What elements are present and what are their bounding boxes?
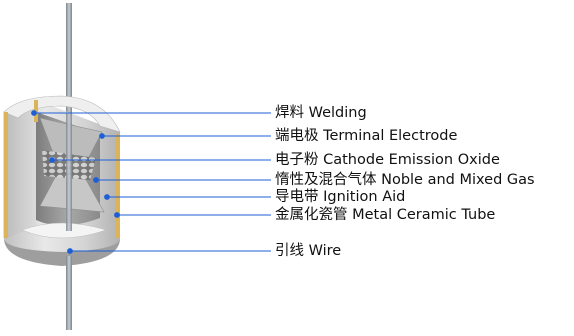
label-ignition-aid: 导电带 Ignition Aid [275, 189, 406, 205]
wire-inner [66, 113, 72, 231]
label-wire: 引线 Wire [275, 243, 342, 259]
label-metal-ceramic-tube: 金属化瓷管 Metal Ceramic Tube [275, 207, 496, 223]
label-cathode-emission-oxide: 电子粉 Cathode Emission Oxide [275, 152, 500, 168]
wire-top [66, 3, 72, 113]
label-noble-mixed-gas: 惰性及混合气体 Noble and Mixed Gas [275, 172, 535, 188]
label-terminal-electrode: 端电极 Terminal Electrode [275, 128, 458, 144]
leader-lines [31, 110, 271, 254]
label-welding: 焊料 Welding [275, 105, 367, 121]
wire-bottom [66, 256, 72, 330]
